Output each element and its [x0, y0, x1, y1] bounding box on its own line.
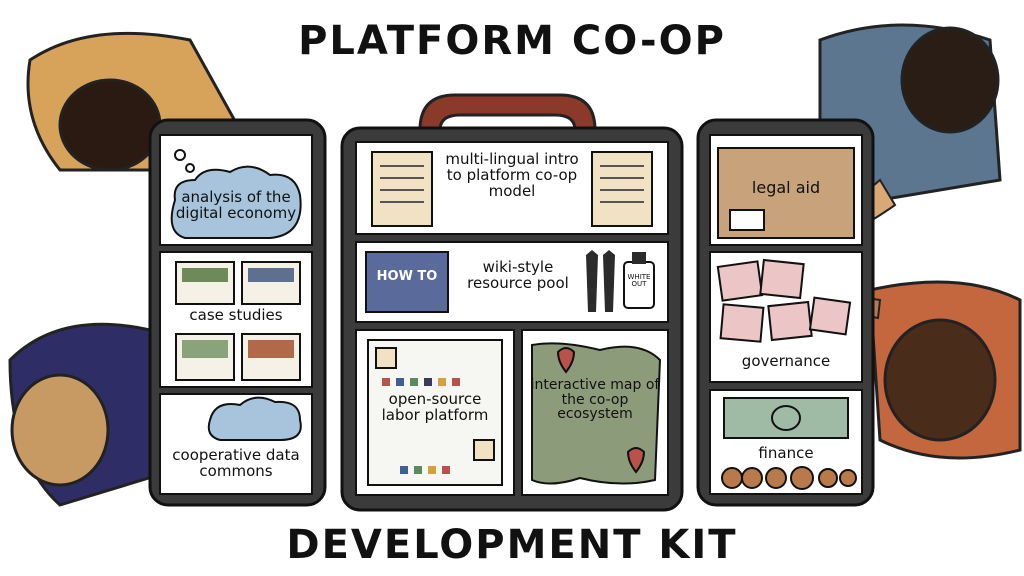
label-resource-pool: wiki-style resource pool	[467, 258, 569, 292]
label-map: interactive map of the co-op ecosystem	[530, 377, 660, 423]
label-legal-aid: legal aid	[751, 178, 821, 197]
map-shape	[531, 342, 662, 485]
map-pin-icon	[556, 347, 576, 374]
map-pin-icon-2	[626, 447, 646, 474]
label-case-studies: case studies	[189, 306, 283, 324]
label-governance: governance	[741, 352, 831, 370]
label-intro: multi-lingual intro to platform co-op mo…	[445, 150, 579, 200]
title-bottom: DEVELOPMENT KIT	[286, 522, 738, 568]
cash-bill	[723, 397, 849, 439]
label-analysis: analysis of the digital economy	[175, 188, 297, 222]
label-data-commons: cooperative data commons	[172, 446, 300, 480]
title-top: PLATFORM CO-OP	[298, 18, 726, 64]
case-handle	[418, 93, 597, 132]
how-to-book	[365, 251, 449, 313]
how-to-label: HOW TO	[376, 269, 438, 284]
white-out-label: WHITE OUT	[627, 273, 651, 289]
label-finance: finance	[758, 444, 814, 462]
label-labor-platform: open-source labor platform	[381, 390, 489, 424]
cloud-shape	[170, 165, 302, 239]
